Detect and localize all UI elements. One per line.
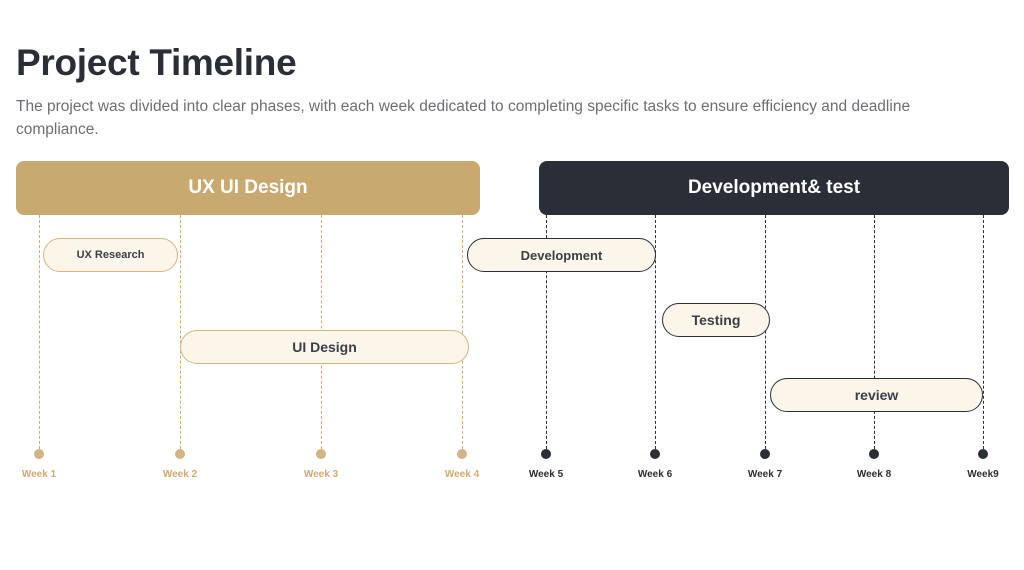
week-7-label: Week 7 bbox=[747, 469, 783, 480]
task-review: review bbox=[770, 378, 983, 412]
week-2-line bbox=[180, 215, 181, 454]
week-6-marker bbox=[650, 449, 660, 459]
phase-development-test: Development& test bbox=[539, 161, 1009, 215]
week-2-marker bbox=[175, 449, 185, 459]
week-4-label: Week 4 bbox=[444, 469, 480, 480]
phase-ux-ui-design: UX UI Design bbox=[16, 161, 480, 215]
week-1-line bbox=[39, 215, 40, 454]
week-9-line bbox=[983, 215, 984, 454]
week-7-marker bbox=[760, 449, 770, 459]
week-4-marker bbox=[457, 449, 467, 459]
week-7-line bbox=[765, 215, 766, 454]
week-5-line bbox=[546, 215, 547, 454]
week-8-label: Week 8 bbox=[856, 469, 892, 480]
page-title: Project Timeline bbox=[16, 42, 297, 83]
task-testing: Testing bbox=[662, 303, 770, 337]
week-2-label: Week 2 bbox=[162, 469, 198, 480]
task-development: Development bbox=[467, 238, 656, 272]
task-ui-design: UI Design bbox=[180, 330, 469, 364]
week-1-marker bbox=[34, 449, 44, 459]
week-3-marker bbox=[316, 449, 326, 459]
week-5-marker bbox=[541, 449, 551, 459]
week-8-marker bbox=[869, 449, 879, 459]
week-5-label: Week 5 bbox=[528, 469, 564, 480]
week-9-marker bbox=[978, 449, 988, 459]
week-6-line bbox=[655, 215, 656, 454]
task-ux-research: UX Research bbox=[43, 238, 178, 272]
week-3-label: Week 3 bbox=[303, 469, 339, 480]
week-1-label: Week 1 bbox=[21, 469, 57, 480]
week-9-label: Week9 bbox=[967, 469, 999, 480]
page-subtitle: The project was divided into clear phase… bbox=[16, 98, 911, 138]
week-8-line bbox=[874, 215, 875, 454]
week-6-label: Week 6 bbox=[637, 469, 673, 480]
